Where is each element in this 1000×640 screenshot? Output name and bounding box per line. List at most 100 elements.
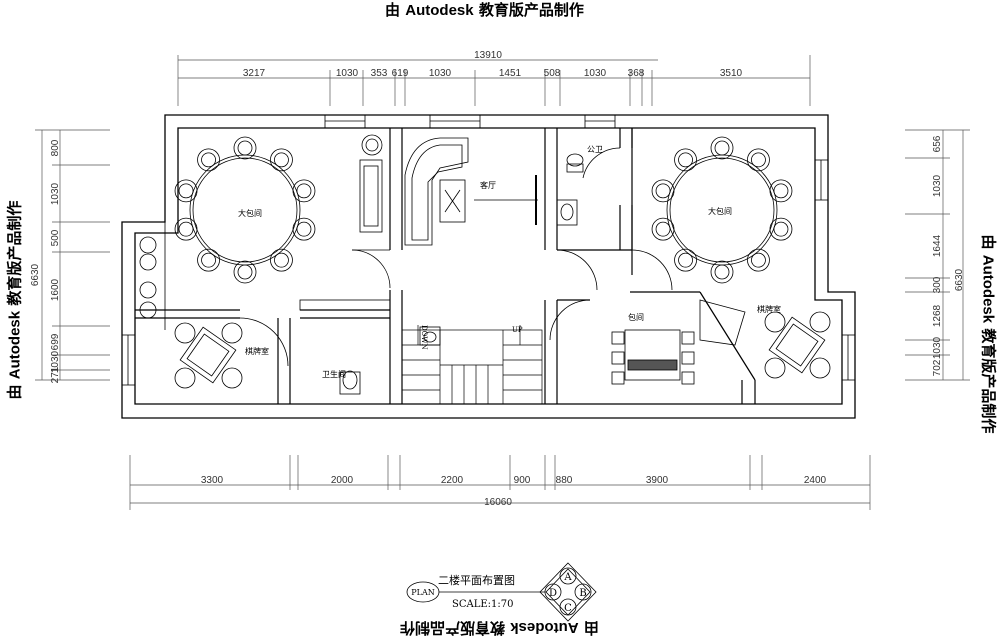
compass-d: D: [549, 588, 557, 599]
chair-seat: [237, 264, 253, 280]
chair-seat: [751, 152, 766, 168]
chair-seat: [773, 221, 789, 237]
chair-seat: [678, 152, 693, 168]
compass-a: A: [563, 572, 572, 583]
dim-left-value: 699: [50, 333, 61, 350]
chess-table-left: [174, 322, 243, 389]
dim-top-value: 1030: [584, 68, 607, 79]
dim-right-value: 1030: [932, 336, 943, 359]
stair-label-up: UP: [512, 326, 523, 334]
dim-top-value: 353: [371, 68, 388, 79]
chair-seat: [178, 183, 194, 199]
dim-top-value: 619: [392, 68, 409, 79]
chair-seat: [178, 221, 194, 237]
chair-seat: [678, 252, 693, 268]
dim-bottom-value: 2000: [331, 475, 354, 486]
chair-icon: [769, 179, 793, 203]
dim-bottom-value: 2200: [441, 475, 464, 486]
chair-icon: [270, 248, 293, 272]
windows: [121, 114, 856, 386]
dim-right-value: 1644: [932, 234, 943, 257]
chair-icon: [651, 179, 675, 203]
chair-icon: [292, 179, 316, 203]
dim-left-value: 1600: [50, 278, 61, 301]
chair-icon: [710, 260, 734, 284]
dim-bottom-value: 880: [556, 475, 573, 486]
dim-right-value: 300: [932, 276, 943, 293]
compass-b: B: [579, 588, 586, 599]
chair-icon: [292, 217, 316, 241]
dim-left-value: 271: [50, 366, 61, 383]
room-label-bathroom: 卫生间: [322, 369, 346, 379]
chair-seat: [296, 183, 312, 199]
stairs: [401, 325, 543, 405]
dim-top-value: 3217: [243, 68, 266, 79]
watermark-top: 由 Autodesk 教育版产品制作: [385, 1, 584, 19]
chess-table-right: [764, 311, 831, 379]
chair-icon: [747, 148, 770, 172]
dim-right-value: 656: [932, 135, 943, 152]
private-room-table: [611, 299, 746, 385]
dim-left-value: 1030: [50, 350, 61, 373]
dim-bottom-values: 3300 2000 2200 900 880 3900 2400: [201, 475, 827, 486]
dimension-lines-left: [35, 129, 110, 381]
living-room-furniture: [359, 134, 538, 246]
chair-icon: [747, 248, 770, 272]
dimension-lines-bottom: [129, 455, 871, 510]
chair-icon: [674, 148, 697, 172]
chair-icon: [769, 217, 793, 241]
room-label-living: 客厅: [480, 180, 496, 190]
chairs-left: [174, 136, 316, 284]
chair-seat: [655, 221, 671, 237]
chair-seat: [274, 152, 289, 168]
dim-top-values: 3217 1030 353 619 1030 1451 508 1030 368 3510: [243, 68, 743, 79]
dim-top-total: 13910: [474, 50, 502, 61]
chair-icon: [233, 136, 257, 160]
chair-seat: [274, 252, 289, 268]
dim-bottom-total: 16060: [484, 497, 512, 508]
chair-seat: [201, 152, 216, 168]
chair-icon: [674, 248, 697, 272]
chair-icon: [710, 136, 734, 160]
dim-bottom-value: 3300: [201, 475, 224, 486]
dim-top-value: 1030: [336, 68, 359, 79]
chair-icon: [174, 179, 198, 203]
room-label-chess-right: 棋牌室: [757, 304, 781, 314]
chairs-right: [651, 136, 793, 284]
dim-bottom-value: 2400: [804, 475, 827, 486]
dim-top-value: 508: [544, 68, 561, 79]
dim-left-value: 1030: [50, 182, 61, 205]
plan-label: PLAN: [411, 588, 434, 597]
chair-seat: [773, 183, 789, 199]
room-label-big-right: 大包间: [708, 206, 732, 216]
chair-icon: [197, 248, 220, 272]
dim-bottom-value: 3900: [646, 475, 669, 486]
chair-seat: [296, 221, 312, 237]
dim-right-value: 1268: [932, 304, 943, 327]
dim-top-value: 3510: [720, 68, 743, 79]
dim-top-value: 1451: [499, 68, 522, 79]
dim-bottom-value: 900: [514, 475, 531, 486]
dim-top-value: 1030: [429, 68, 452, 79]
chair-seat: [714, 264, 730, 280]
dim-top-value: 368: [628, 68, 645, 79]
compass-c: C: [564, 603, 572, 614]
room-label-private: 包间: [628, 312, 644, 322]
dim-left-total: 6630: [30, 263, 41, 286]
room-label-chess-left: 棋牌室: [245, 346, 269, 356]
chair-icon: [270, 148, 293, 172]
chair-icon: [651, 217, 675, 241]
room-label-big-left: 大包间: [238, 208, 262, 218]
room-label-public-toilet: 公卫: [587, 145, 603, 154]
bathroom-fixtures: [299, 153, 584, 395]
dim-right-value: 1030: [932, 174, 943, 197]
drawing-title: 二楼平面布置图: [438, 573, 515, 587]
chair-icon: [174, 217, 198, 241]
dim-left-value: 500: [50, 229, 61, 246]
doors: [239, 147, 673, 367]
compass-icon: [539, 562, 597, 622]
